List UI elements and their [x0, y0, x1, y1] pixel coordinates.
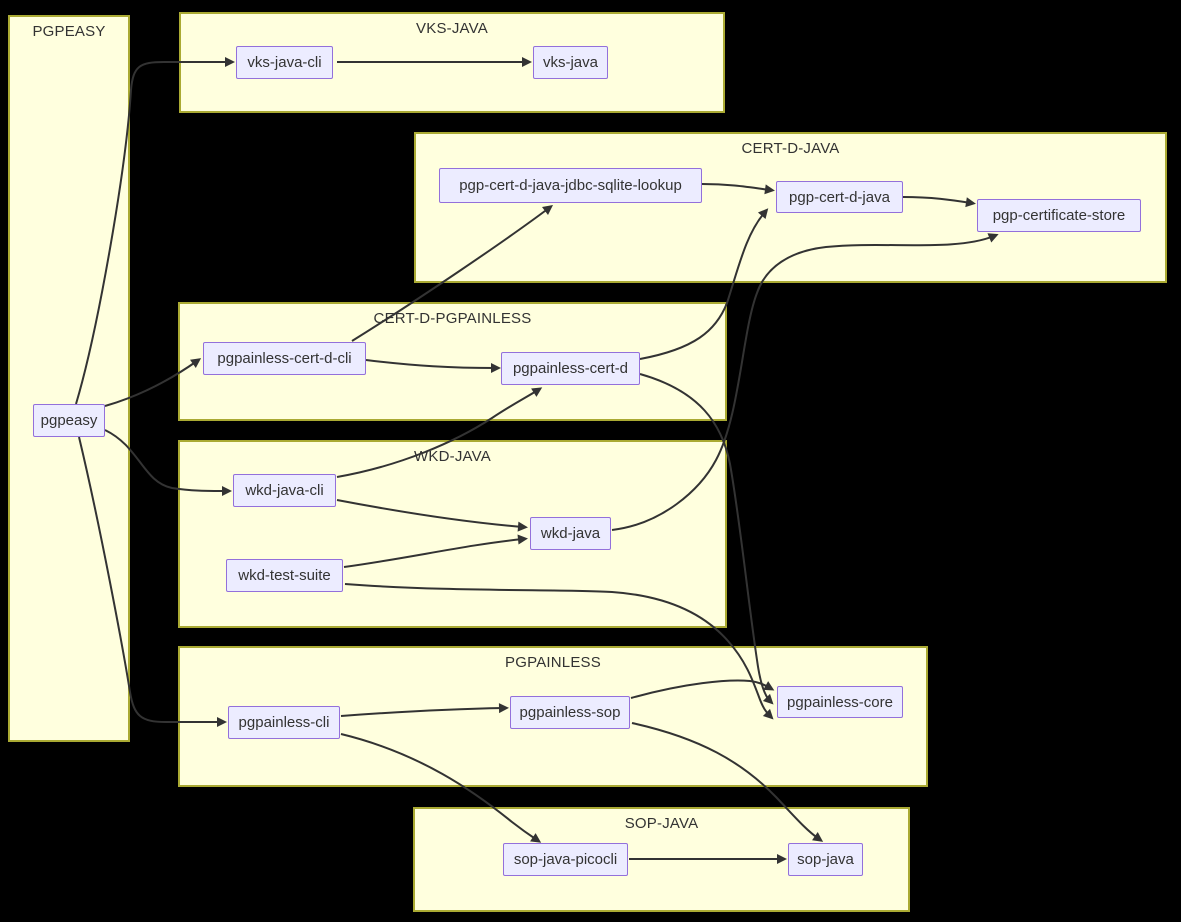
- group-label-vks-java-group: VKS-JAVA: [416, 20, 488, 37]
- group-label-sop-java-group: SOP-JAVA: [624, 815, 699, 832]
- node-sop-java-picocli: sop-java-picocli: [503, 843, 628, 876]
- group-label-pgpainless-group: PGPAINLESS: [505, 654, 601, 671]
- node-wkd-test-suite: wkd-test-suite: [226, 559, 343, 592]
- node-pgp-cert-d-java-jdbc-sqlite-lookup: pgp-cert-d-java-jdbc-sqlite-lookup: [439, 168, 702, 203]
- node-pgpainless-cert-d: pgpainless-cert-d: [501, 352, 640, 385]
- group-label-cert-d-java-group: CERT-D-JAVA: [741, 140, 840, 157]
- node-vks-java: vks-java: [533, 46, 608, 79]
- group-wkd-java-group: WKD-JAVA: [178, 440, 727, 628]
- node-wkd-java-cli: wkd-java-cli: [233, 474, 336, 507]
- group-label-pgpeasy-group: PGPEASY: [32, 23, 106, 40]
- node-pgpainless-sop: pgpainless-sop: [510, 696, 630, 729]
- node-pgpainless-cli: pgpainless-cli: [228, 706, 340, 739]
- node-wkd-java: wkd-java: [530, 517, 611, 550]
- node-sop-java: sop-java: [788, 843, 863, 876]
- node-pgpainless-core: pgpainless-core: [777, 686, 903, 718]
- node-pgpeasy: pgpeasy: [33, 404, 105, 437]
- group-pgpeasy-group: PGPEASY: [8, 15, 130, 742]
- group-label-wkd-java-group: WKD-JAVA: [414, 448, 491, 465]
- node-pgp-certificate-store: pgp-certificate-store: [977, 199, 1141, 232]
- node-vks-java-cli: vks-java-cli: [236, 46, 333, 79]
- group-label-cert-d-pgpainless-group: CERT-D-PGPAINLESS: [373, 310, 532, 327]
- node-pgpainless-cert-d-cli: pgpainless-cert-d-cli: [203, 342, 366, 375]
- node-pgp-cert-d-java: pgp-cert-d-java: [776, 181, 903, 213]
